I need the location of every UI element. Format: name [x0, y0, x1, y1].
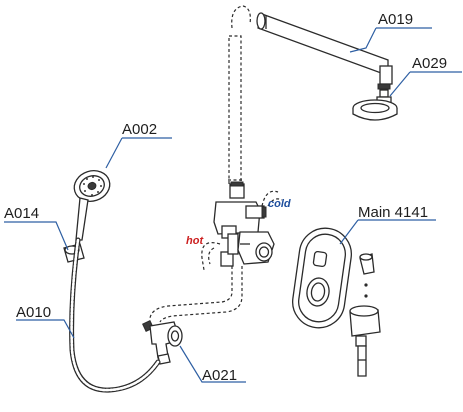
label-a021-wall-elbow: A021: [202, 367, 238, 384]
hand-shower: [73, 170, 111, 241]
label-a014-holder: A014: [4, 205, 40, 222]
label-a002-hand-shower: A002: [122, 121, 158, 138]
trim-handles: [349, 253, 381, 377]
hot-water-label: hot: [186, 235, 204, 247]
outlet-pipe: [149, 266, 243, 323]
cold-water-label: cold: [268, 198, 291, 210]
label-a019-shower-arm: A019: [378, 11, 414, 28]
wall-elbow: [142, 320, 183, 365]
shower-hose: [69, 237, 161, 393]
label-main-4141-trim: Main 4141: [358, 204, 429, 221]
leader-lines: [4, 27, 462, 383]
label-a010-hose: A010: [16, 304, 52, 321]
concealed-riser-pipe: [228, 5, 251, 187]
spray-nozzles: [83, 176, 102, 196]
supply-connections: [201, 190, 283, 271]
concealed-mixer-body: [213, 181, 275, 267]
label-a029-shower-head: A029: [412, 55, 448, 72]
trim-cover-plate: [292, 227, 352, 329]
overhead-shower-head: [352, 83, 398, 121]
shower-arm: [256, 12, 393, 85]
